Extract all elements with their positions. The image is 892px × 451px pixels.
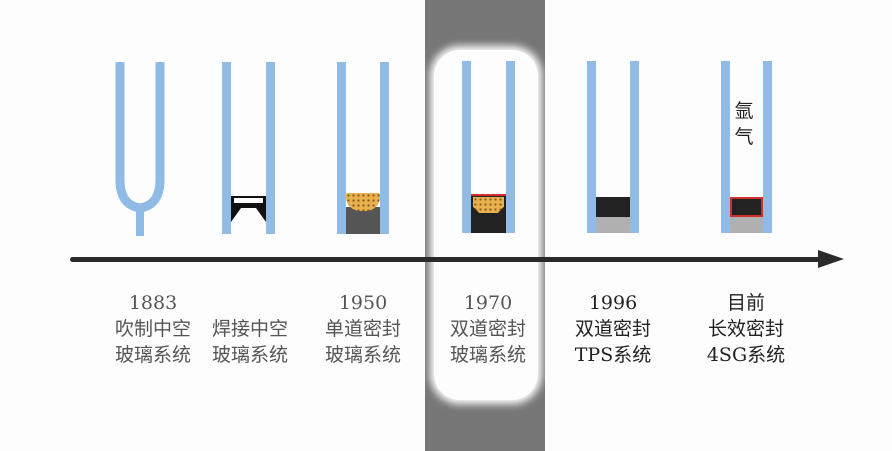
stage-line2: TPS系统 <box>574 344 652 366</box>
arrow-right-icon <box>818 250 844 268</box>
stage-line2: 玻璃系统 <box>324 344 401 366</box>
stage-year: 1883 <box>128 292 178 314</box>
argon-gas-label: 氩 气 <box>731 98 757 150</box>
timeline-axis <box>70 257 820 262</box>
stage-line1: 吹制中空 <box>114 318 191 340</box>
stage-line2: 玻璃系统 <box>449 344 526 366</box>
stage-line1: 长效密封 <box>707 318 784 340</box>
stage-year: 1950 <box>338 292 388 314</box>
stage-year: 1996 <box>588 292 638 314</box>
stage-label-1996: 1996 双道密封 TPS系统 <box>553 290 673 368</box>
stage-label-1970: 1970 双道密封 玻璃系统 <box>428 290 548 368</box>
stage-line2: 玻璃系统 <box>114 344 191 366</box>
stage-line1: 单道密封 <box>324 318 401 340</box>
stage-year: 目前 <box>726 292 765 314</box>
stage-label-1950: 1950 单道密封 玻璃系统 <box>303 290 423 368</box>
stage-line1: 双道密封 <box>574 318 651 340</box>
stage-label-1883: 1883 吹制中空 玻璃系统 <box>93 290 213 368</box>
stage-label-welded: 焊接中空 玻璃系统 <box>190 316 310 368</box>
stage-line1: 双道密封 <box>449 318 526 340</box>
stage-label-current: 目前 长效密封 4SG系统 <box>686 290 806 368</box>
gas-label-line1: 氩 <box>734 100 754 122</box>
stage-line2: 4SG系统 <box>706 344 786 366</box>
gas-label-line2: 气 <box>734 126 754 148</box>
stage-year: 1970 <box>463 292 513 314</box>
stage-line2: 玻璃系统 <box>211 344 288 366</box>
stage-line1: 焊接中空 <box>211 318 288 340</box>
